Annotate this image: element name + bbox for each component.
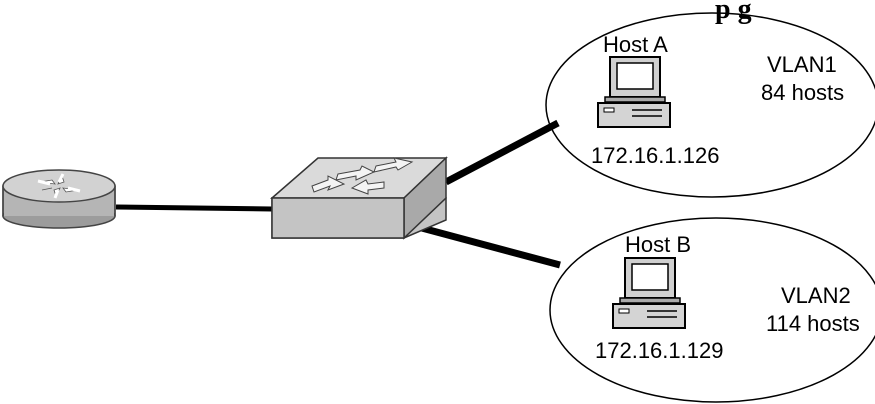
switch-icon	[269, 156, 448, 240]
host-b-ip: 172.16.1.129	[595, 338, 723, 363]
host-a-label: Host A	[603, 32, 668, 57]
switch-vlan2-link	[417, 223, 561, 269]
computer-icon	[612, 257, 686, 329]
vlan1-host-count: 84 hosts	[761, 80, 844, 105]
vlan1-ellipse	[545, 12, 875, 198]
router-icon	[2, 169, 116, 229]
vlan2-ellipse	[549, 217, 875, 403]
vlan2-name: VLAN2	[781, 283, 851, 308]
vlan1-name: VLAN1	[767, 52, 837, 77]
vlan2-host-count: 114 hosts	[766, 311, 860, 336]
host-a-ip: 172.16.1.126	[591, 143, 719, 168]
switch-vlan1-link	[444, 119, 560, 186]
router-switch-link	[115, 204, 273, 212]
computer-icon	[597, 56, 671, 128]
vlan2-group: Host B VLAN2 114 hosts 172.16.1.129	[549, 217, 875, 403]
vlan1-group: Host A VLAN1 84 hosts 172.16.1.126	[545, 12, 875, 198]
host-b-label: Host B	[625, 232, 691, 257]
